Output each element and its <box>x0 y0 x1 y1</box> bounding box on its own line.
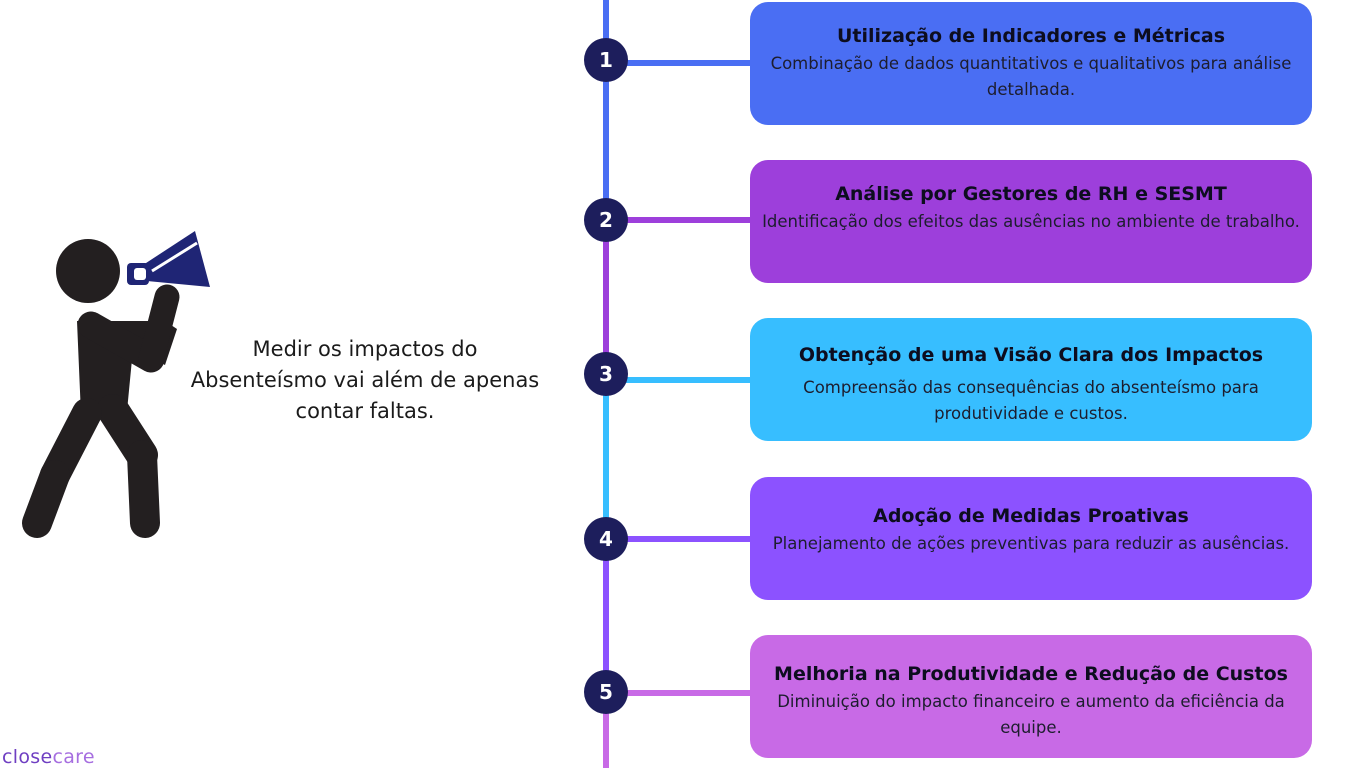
step-2-card: Análise por Gestores de RH e SESMT Ident… <box>750 160 1312 283</box>
person-megaphone-icon <box>22 231 210 538</box>
closecare-logo: closecare <box>2 745 95 769</box>
step-2-description: Identificação dos efeitos das ausências … <box>762 212 1300 231</box>
step-1-card: Utilização de Indicadores e Métricas Com… <box>750 2 1312 125</box>
step-5-description: Diminuição do impacto financeiro e aumen… <box>777 692 1285 737</box>
step-2-number: 2 <box>584 198 628 242</box>
connector-5 <box>606 690 754 696</box>
step-5-number: 5 <box>584 670 628 714</box>
timeline-segment-3 <box>603 375 609 540</box>
step-2-title: Análise por Gestores de RH e SESMT <box>835 183 1227 205</box>
step-4-title: Adoção de Medidas Proativas <box>873 505 1189 527</box>
step-3-title: Obtenção de uma Visão Clara dos Impactos <box>798 344 1264 366</box>
step-5-card: Melhoria na Produtividade e Redução de C… <box>750 635 1312 758</box>
timeline-segment-4 <box>603 540 609 690</box>
timeline-segment-2 <box>603 220 609 375</box>
timeline-segment-5 <box>603 690 609 768</box>
connector-1 <box>606 60 754 66</box>
connector-3 <box>606 377 754 383</box>
logo-part-close: close <box>2 746 53 768</box>
connector-2 <box>606 217 754 223</box>
step-4-description: Planejamento de ações preventivas para r… <box>772 534 1290 553</box>
step-3-description: Compreensão das consequências do absente… <box>803 378 1259 423</box>
step-5-title: Melhoria na Produtividade e Redução de C… <box>774 663 1288 685</box>
logo-part-care: care <box>52 746 95 768</box>
step-1-description: Combinação de dados quantitativos e qual… <box>770 54 1292 99</box>
timeline-segment-1 <box>603 0 609 220</box>
step-4-number: 4 <box>584 517 628 561</box>
step-3-card: Obtenção de uma Visão Clara dos Impactos… <box>750 318 1312 441</box>
step-4-card: Adoção de Medidas Proativas Planejamento… <box>750 477 1312 600</box>
step-1-number: 1 <box>584 38 628 82</box>
step-3-number: 3 <box>584 352 628 396</box>
step-1-title: Utilização de Indicadores e Métricas <box>836 25 1226 47</box>
intro-text: Medir os impactos do Absenteísmo vai alé… <box>190 337 540 423</box>
connector-4 <box>606 536 754 542</box>
